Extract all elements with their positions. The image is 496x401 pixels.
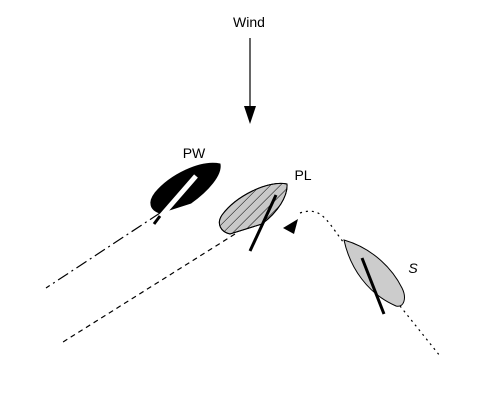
boat-s-label: S [408,260,418,276]
wind-label: Wind [233,14,265,30]
pl-track [62,233,236,343]
s-track-arrowhead [283,219,298,234]
boat-pl [218,182,288,252]
boat-pw-label: PW [183,145,206,161]
boat-s [343,239,405,315]
boat-pw [150,162,221,225]
pw-track [45,212,161,289]
boat-pl-label: PL [294,167,311,183]
wind-arrow [244,38,256,124]
